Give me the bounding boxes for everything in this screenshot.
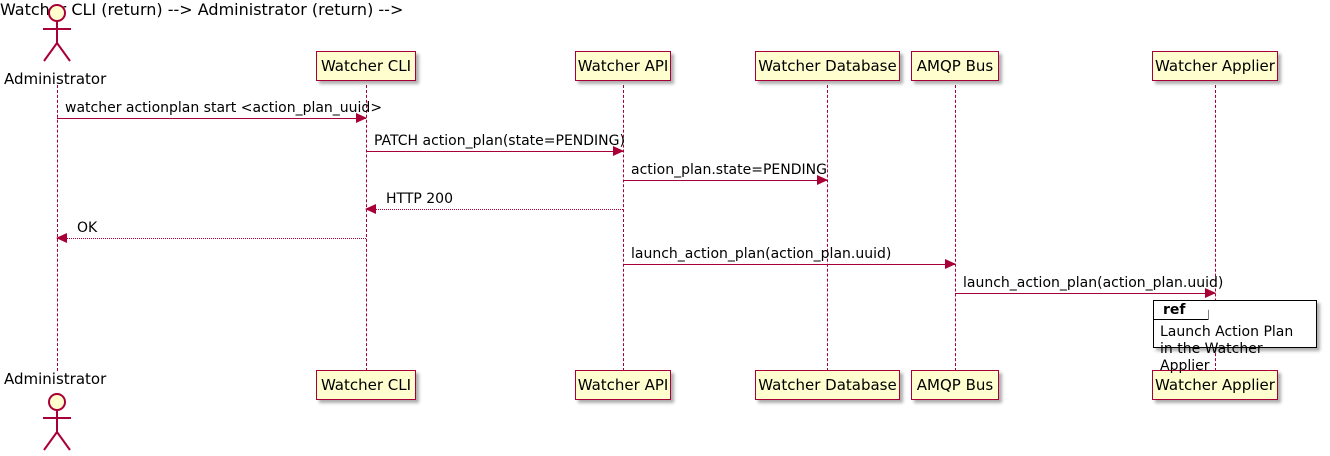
stick-figure-icon	[43, 393, 71, 451]
ref-fragment-text: Launch Action Plan in the Watcher Applie…	[1160, 324, 1294, 374]
message-label: launch_action_plan(action_plan.uuid)	[963, 275, 1224, 291]
message-label: launch_action_plan(action_plan.uuid)	[631, 246, 892, 262]
message-line	[623, 264, 955, 265]
message-line	[366, 151, 623, 152]
actor-label-administrator-top: Administrator	[4, 70, 107, 88]
lifeline-watcher-cli	[366, 85, 367, 371]
arrowhead-right-icon	[1205, 288, 1216, 298]
lifeline-watcher-database	[827, 85, 828, 371]
message-label: action_plan.state=PENDING	[631, 162, 827, 178]
actor-administrator-top	[35, 3, 79, 65]
participant-box-watcher-cli-top[interactable]: Watcher CLI	[316, 51, 416, 81]
message-line	[955, 293, 1215, 294]
lifeline-amqp-bus	[955, 85, 956, 371]
arrowhead-left-icon	[365, 204, 376, 214]
participant-box-watcher-api-bottom[interactable]: Watcher API	[575, 370, 671, 400]
lifeline-watcher-applier	[1215, 85, 1216, 371]
message-line	[623, 180, 827, 181]
lifeline-administrator	[57, 85, 58, 371]
message-line	[366, 209, 623, 210]
arrowhead-right-icon	[817, 175, 828, 185]
message-label: PATCH action_plan(state=PENDING)	[374, 133, 625, 149]
message-label: HTTP 200	[386, 191, 453, 207]
ref-fragment[interactable]: ref Launch Action Plan in the Watcher Ap…	[1153, 300, 1317, 374]
actor-label-administrator-bottom: Administrator	[4, 370, 107, 388]
ref-fragment-tab-label: ref	[1154, 301, 1209, 320]
arrowhead-right-icon	[613, 146, 624, 156]
participant-box-watcher-applier-top[interactable]: Watcher Applier	[1152, 51, 1278, 81]
arrowhead-right-icon	[945, 259, 956, 269]
participant-box-watcher-cli-bottom[interactable]: Watcher CLI	[316, 370, 416, 400]
participant-box-watcher-database-top[interactable]: Watcher Database	[755, 51, 900, 81]
participant-box-amqp-bus-bottom[interactable]: AMQP Bus	[911, 370, 999, 400]
participant-box-watcher-api-top[interactable]: Watcher API	[575, 51, 671, 81]
message-label: watcher actionplan start <action_plan_uu…	[65, 100, 383, 116]
message-label: OK	[77, 220, 98, 236]
message-line	[57, 118, 366, 119]
actor-administrator-bottom	[35, 392, 79, 454]
participant-box-amqp-bus-top[interactable]: AMQP Bus	[911, 51, 999, 81]
lifeline-watcher-api	[623, 85, 624, 371]
stick-figure-icon	[43, 4, 71, 62]
participant-box-watcher-applier-bottom[interactable]: Watcher Applier	[1152, 370, 1278, 400]
arrowhead-left-icon	[56, 233, 67, 243]
arrowhead-right-icon	[356, 113, 367, 123]
participant-box-watcher-database-bottom[interactable]: Watcher Database	[755, 370, 900, 400]
message-line	[57, 238, 366, 239]
